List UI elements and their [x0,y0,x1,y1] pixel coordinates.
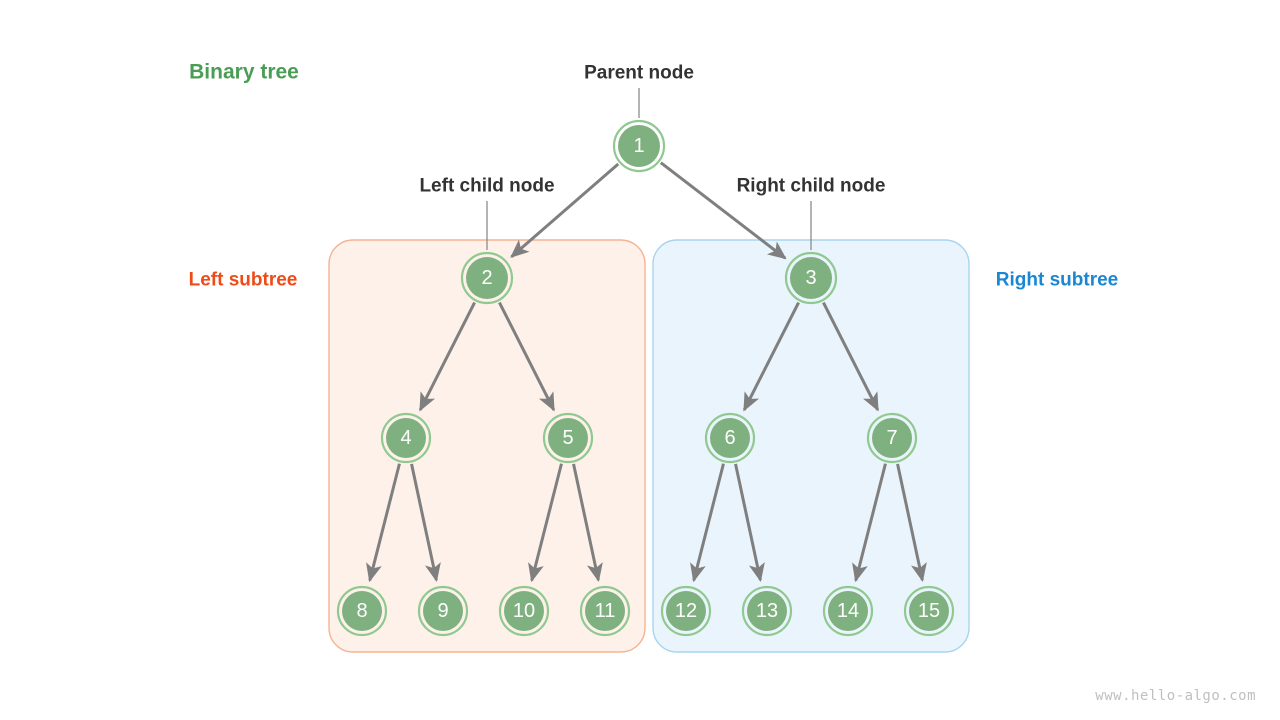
node-ring-6 [704,412,756,464]
tree-edge-n2-to-n4 [418,301,476,412]
subtree-boxes [328,239,970,653]
node-ring-5 [542,412,594,464]
node-value-12: 12 [675,600,697,622]
node-ring-2 [460,251,514,305]
node-value-14: 14 [837,600,859,622]
node-circle-7 [872,418,912,458]
node-value-3: 3 [805,267,816,289]
tree-node-10[interactable]: 10 [498,585,550,637]
left-subtree-box [328,239,646,653]
tree-node-2[interactable]: 2 [460,251,514,305]
label-left-subtree: Left subtree [188,269,298,291]
right-subtree-box [652,239,970,653]
tree-node-14[interactable]: 14 [822,585,874,637]
node-value-13: 13 [756,600,778,622]
tree-node-3[interactable]: 3 [784,251,838,305]
node-circle-9 [423,591,463,631]
watermark: www.hello-algo.com [1095,688,1256,704]
tree-node-8[interactable]: 8 [336,585,388,637]
tree-node-7[interactable]: 7 [866,412,918,464]
node-circle-1 [618,125,660,167]
node-value-15: 15 [918,600,940,622]
node-ring-3 [784,251,838,305]
node-value-6: 6 [724,427,735,449]
node-value-10: 10 [513,600,535,622]
node-circle-11 [585,591,625,631]
node-value-8: 8 [356,600,367,622]
tree-node-12[interactable]: 12 [660,585,712,637]
node-ring-11 [579,585,631,637]
tree-edge-n5-to-n11 [572,463,603,582]
annotation-pointer-lines [486,88,812,250]
label-parent-node: Parent node [584,62,694,84]
node-ring-7 [866,412,918,464]
node-ring-12 [660,585,712,637]
tree-edge-n4-to-n8 [366,463,401,583]
node-value-9: 9 [437,600,448,622]
tree-node-5[interactable]: 5 [542,412,594,464]
node-value-1: 1 [633,135,644,157]
tree-node-9[interactable]: 9 [417,585,469,637]
node-circle-4 [386,418,426,458]
node-ring-14 [822,585,874,637]
node-ring-1 [612,119,666,173]
node-ring-8 [336,585,388,637]
node-circle-14 [828,591,868,631]
tree-edge-n1-to-n3 [659,161,787,260]
label-binary-tree-title: Binary tree [189,60,299,84]
node-value-2: 2 [481,267,492,289]
tree-edge-n4-to-n9 [410,463,441,582]
node-circle-2 [466,257,508,299]
node-circle-12 [666,591,706,631]
node-circle-5 [548,418,588,458]
node-circle-15 [909,591,949,631]
tree-node-13[interactable]: 13 [741,585,793,637]
node-circle-13 [747,591,787,631]
tree-node-4[interactable]: 4 [380,412,432,464]
tree-edge-n3-to-n7 [822,301,880,412]
tree-edge-n6-to-n12 [690,463,725,583]
tree-edges [366,161,927,583]
tree-edge-n7-to-n15 [896,463,927,582]
tree-edge-n7-to-n14 [852,463,887,583]
node-ring-15 [903,585,955,637]
tree-edge-n2-to-n5 [498,301,556,412]
node-circle-6 [710,418,750,458]
node-ring-9 [417,585,469,637]
node-ring-10 [498,585,550,637]
label-left-child-node: Left child node [419,175,555,197]
label-right-subtree: Right subtree [995,269,1119,291]
tree-edge-n1-to-n2 [510,162,620,258]
tree-node-1[interactable]: 1 [612,119,666,173]
node-value-5: 5 [562,427,573,449]
tree-edge-n5-to-n10 [528,463,563,583]
node-circle-3 [790,257,832,299]
label-right-child-node: Right child node [736,175,886,197]
node-ring-4 [380,412,432,464]
node-circle-8 [342,591,382,631]
node-circle-10 [504,591,544,631]
node-value-11: 11 [595,600,616,622]
node-ring-13 [741,585,793,637]
tree-edge-n6-to-n13 [734,463,765,582]
tree-node-11[interactable]: 11 [579,585,631,637]
node-value-4: 4 [400,427,411,449]
tree-node-6[interactable]: 6 [704,412,756,464]
node-value-7: 7 [886,427,897,449]
tree-edge-n3-to-n6 [742,301,800,412]
tree-node-15[interactable]: 15 [903,585,955,637]
